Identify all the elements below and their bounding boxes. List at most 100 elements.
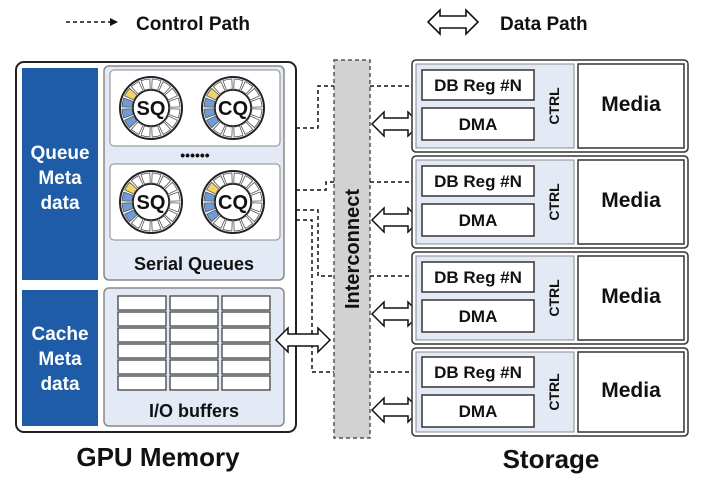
ring-slot bbox=[168, 202, 181, 213]
ring-slot bbox=[158, 121, 172, 135]
io-buffer-slot bbox=[221, 359, 271, 375]
queue-meta-data-block bbox=[22, 68, 98, 280]
completion-queue-ring-2: CQ bbox=[201, 170, 265, 234]
ring-slot bbox=[203, 108, 216, 119]
ring-slot bbox=[206, 115, 220, 129]
control-path-arrows bbox=[370, 82, 422, 376]
data-arrow-gpu-to-interconnect bbox=[274, 326, 332, 354]
ctrl-label: CTRL bbox=[546, 183, 562, 221]
gpu-memory-title: GPU Memory bbox=[76, 442, 240, 472]
doorbell-register bbox=[421, 356, 535, 388]
ring-slot bbox=[124, 181, 138, 195]
ring-slot bbox=[240, 121, 254, 135]
ring-slot bbox=[124, 209, 138, 223]
ring-slot bbox=[130, 81, 144, 95]
cache-meta-line-1: Cache bbox=[31, 324, 88, 345]
io-buffer-slot bbox=[221, 375, 271, 391]
queue-meta-line-2: Meta bbox=[38, 168, 82, 189]
storage-device-3: DB Reg #N DMA CTRL Media bbox=[411, 251, 689, 345]
ring-slot bbox=[140, 219, 151, 232]
ring-slot bbox=[151, 78, 162, 91]
io-buffer-slot bbox=[221, 295, 271, 311]
media-label: Media bbox=[601, 189, 661, 212]
control-line-d bbox=[296, 219, 334, 373]
io-buffer-slot bbox=[169, 359, 219, 375]
io-buffer-slot bbox=[117, 359, 167, 375]
ctrl-label: CTRL bbox=[546, 87, 562, 125]
cache-meta-line-3: data bbox=[40, 374, 80, 395]
submission-queue-ring-2: SQ bbox=[119, 170, 183, 234]
ring-slot bbox=[164, 115, 178, 129]
ctrl-label: CTRL bbox=[546, 373, 562, 411]
storage-device-2: DB Reg #N DMA CTRL Media bbox=[411, 155, 689, 249]
io-buffer-slot bbox=[221, 327, 271, 343]
legend: Control Path Data Path bbox=[66, 8, 588, 36]
storage-title: Storage bbox=[503, 444, 600, 474]
doorbell-register bbox=[421, 261, 535, 293]
ring-slot bbox=[158, 81, 172, 95]
io-buffer-slot bbox=[169, 327, 219, 343]
io-buffer-slot bbox=[169, 375, 219, 391]
interconnect-label: Interconnect bbox=[342, 189, 364, 309]
io-buffer-slot bbox=[169, 343, 219, 359]
ring-slot bbox=[212, 81, 226, 95]
ring-slot bbox=[168, 191, 181, 202]
submission-queue-ring-1-label: SQ bbox=[137, 98, 166, 120]
storage-device-4: DB Reg #N DMA CTRL Media bbox=[411, 347, 689, 437]
media-label: Media bbox=[601, 379, 661, 402]
ring-slot bbox=[240, 215, 254, 229]
ring-slot bbox=[206, 181, 220, 195]
ring-slot bbox=[240, 81, 254, 95]
cache-meta-line-2: Meta bbox=[38, 349, 82, 370]
ring-slot bbox=[140, 172, 151, 185]
media-block bbox=[577, 351, 685, 433]
ring-slot bbox=[158, 215, 172, 229]
dma-engine bbox=[421, 299, 535, 333]
dma-label: DMA bbox=[459, 307, 498, 326]
ring-slot bbox=[250, 108, 263, 119]
queue-rings: SQ CQ SQ CQ bbox=[119, 76, 265, 234]
media-block bbox=[577, 63, 685, 149]
io-buffer-slot bbox=[169, 295, 219, 311]
media-label: Media bbox=[601, 93, 661, 116]
ring-slot bbox=[151, 172, 162, 185]
ring-slot bbox=[168, 108, 181, 119]
io-buffer-slot bbox=[117, 295, 167, 311]
completion-queue-ring-1: CQ bbox=[201, 76, 265, 140]
ring-slot bbox=[233, 172, 244, 185]
dma-engine bbox=[421, 203, 535, 237]
ring-slot bbox=[212, 121, 226, 135]
io-buffer-slot bbox=[117, 375, 167, 391]
control-line-b bbox=[296, 181, 334, 191]
ring-slot bbox=[158, 175, 172, 189]
ring-slot bbox=[246, 115, 260, 129]
submission-queue-ring-2-label: SQ bbox=[137, 192, 166, 214]
completion-queue-ring-2-label: CQ bbox=[218, 192, 248, 214]
doorbell-register-label: DB Reg #N bbox=[434, 363, 522, 382]
dma-label: DMA bbox=[459, 115, 498, 134]
data-path-legend-arrow bbox=[426, 8, 480, 36]
cache-meta-data-block bbox=[22, 290, 98, 426]
media-label: Media bbox=[601, 285, 661, 308]
doorbell-register-label: DB Reg #N bbox=[434, 268, 522, 287]
ring-slot bbox=[233, 125, 244, 138]
ring-slot bbox=[164, 209, 178, 223]
ring-slot bbox=[222, 219, 233, 232]
ring-slot bbox=[250, 202, 263, 213]
submission-queue-ring-1: SQ bbox=[119, 76, 183, 140]
control-line-a bbox=[296, 85, 334, 129]
ring-slot bbox=[151, 219, 162, 232]
ctrl-label: CTRL bbox=[546, 279, 562, 317]
ring-slot bbox=[124, 115, 138, 129]
io-buffer-slot bbox=[117, 327, 167, 343]
ring-slot bbox=[121, 202, 134, 213]
io-buffer-slot bbox=[117, 311, 167, 327]
completion-queue-ring-1-label: CQ bbox=[218, 98, 248, 120]
ring-slot bbox=[121, 191, 134, 202]
io-buffer-slot bbox=[221, 343, 271, 359]
ring-slot bbox=[151, 125, 162, 138]
ring-slot bbox=[240, 175, 254, 189]
control-path-lines bbox=[296, 85, 334, 373]
